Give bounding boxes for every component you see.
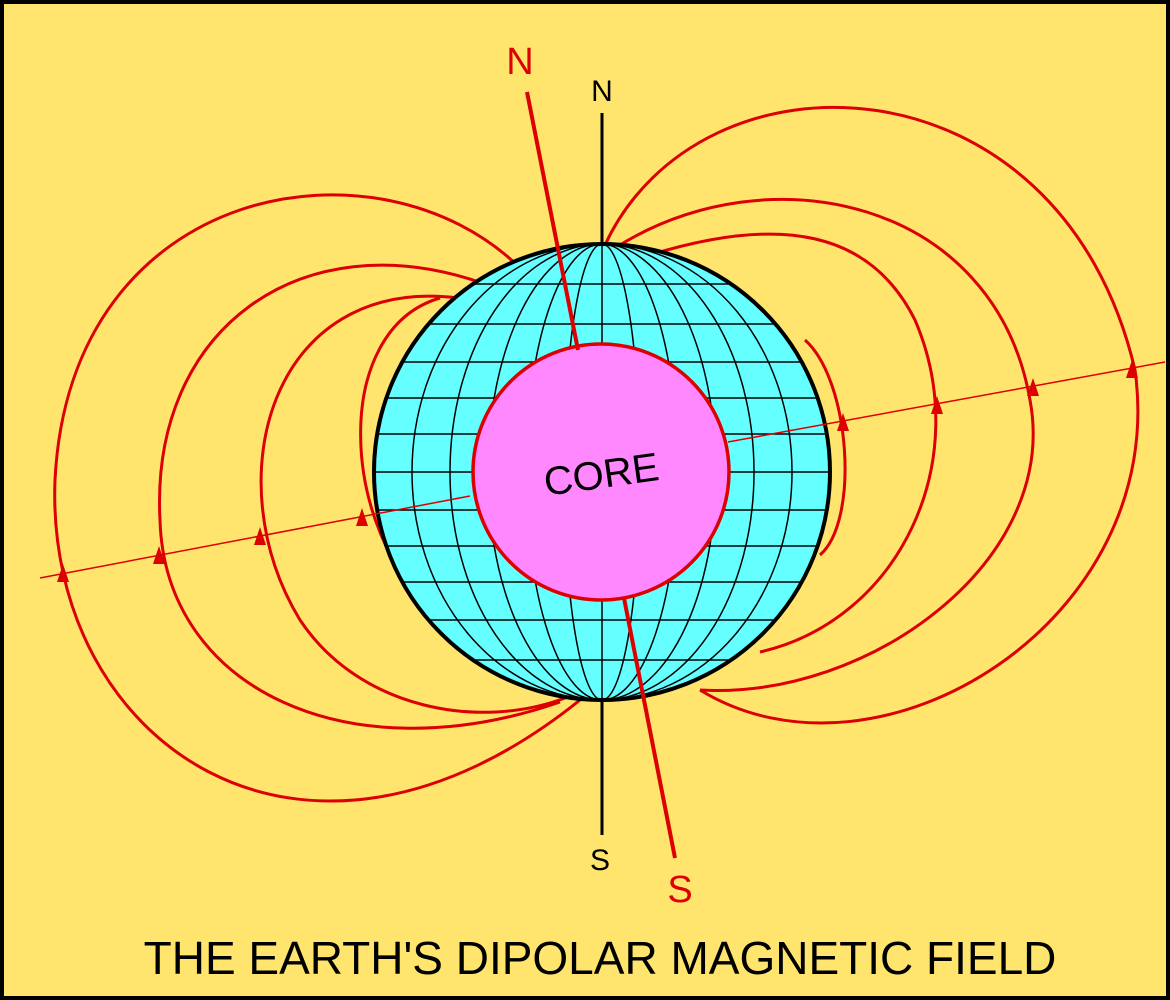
- geographic-south-label: S: [590, 844, 610, 877]
- field-line-right-3: [614, 197, 1035, 692]
- magnetic-axis-top: [525, 91, 580, 351]
- arrow-icon: [356, 508, 368, 526]
- field-line-right-2: [649, 232, 938, 654]
- core: [471, 342, 731, 602]
- field-direction-arrows: [57, 360, 1138, 582]
- arrow-icon: [254, 527, 266, 545]
- field-line-right-1: [804, 338, 847, 557]
- arrow-icon: [1027, 378, 1039, 396]
- magnetic-north-label: N: [506, 41, 533, 83]
- geographic-north-label: N: [591, 75, 613, 108]
- arrow-icon: [931, 396, 943, 414]
- arrow-icon: [153, 546, 165, 564]
- magnetic-equator: [39, 360, 1166, 582]
- magnetic-equator-left: [39, 495, 471, 579]
- field-line-left-2: [259, 294, 566, 714]
- magnetic-axis-bottom: [622, 597, 677, 859]
- diagram-caption: THE EARTH'S DIPOLAR MAGNETIC FIELD: [144, 932, 1057, 984]
- arrow-icon: [837, 413, 849, 431]
- magnetic-south-label: S: [667, 869, 692, 911]
- field-line-left-4: [53, 193, 581, 803]
- field-line-left-3: [158, 263, 561, 730]
- arrow-icon: [57, 564, 69, 582]
- arrow-icon: [1126, 360, 1138, 378]
- magnetic-equator-right: [727, 361, 1166, 443]
